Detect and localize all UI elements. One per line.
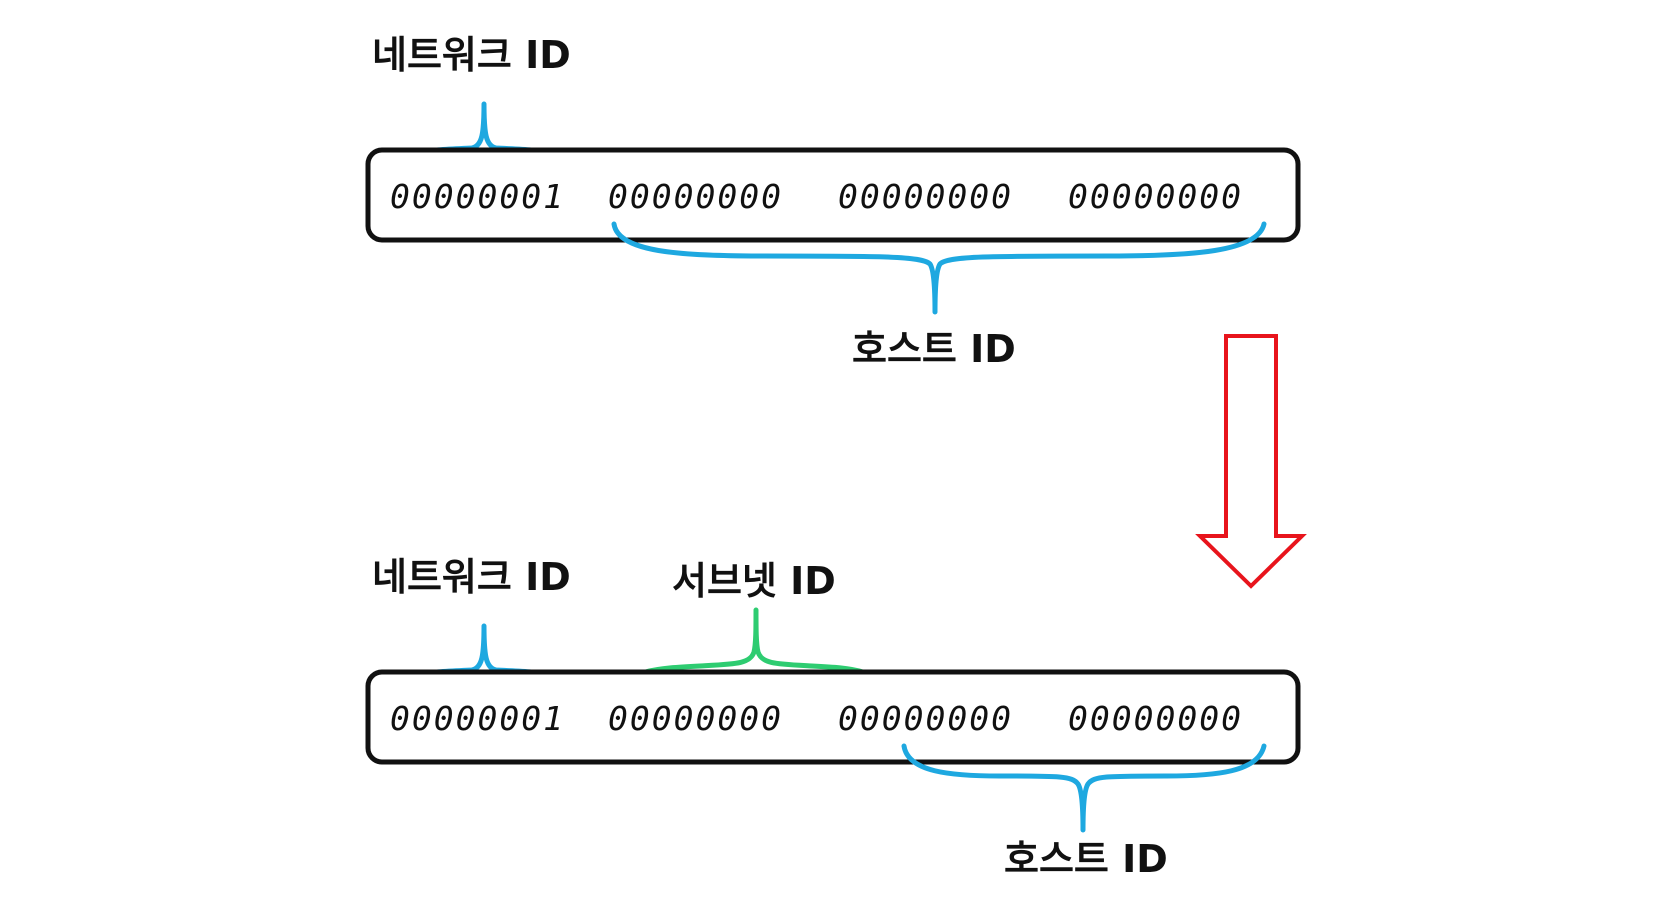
bottom-network-id-label: 네트워크 ID <box>372 555 571 599</box>
down-arrow <box>1195 334 1307 589</box>
subnet-id-label: 서브넷 ID <box>672 559 836 603</box>
bottom-host-brace <box>901 743 1267 833</box>
top-octet-2: 00000000 <box>608 177 783 216</box>
top-host-brace <box>611 221 1267 315</box>
top-octet-3: 00000000 <box>838 177 1013 216</box>
top-address-box <box>365 147 1301 243</box>
bottom-octet-3: 00000000 <box>838 699 1013 738</box>
bottom-address-box <box>365 669 1301 765</box>
bottom-octet-2: 00000000 <box>608 699 783 738</box>
top-octet-1: 00000001 <box>390 177 565 216</box>
subnet-brace <box>613 607 891 701</box>
top-octet-4: 00000000 <box>1068 177 1243 216</box>
bottom-host-id-label: 호스트 ID <box>1004 837 1168 881</box>
top-host-id-label: 호스트 ID <box>852 327 1016 371</box>
top-network-id-label: 네트워크 ID <box>372 33 571 77</box>
bottom-octet-1: 00000001 <box>390 699 565 738</box>
bottom-octet-4: 00000000 <box>1068 699 1243 738</box>
